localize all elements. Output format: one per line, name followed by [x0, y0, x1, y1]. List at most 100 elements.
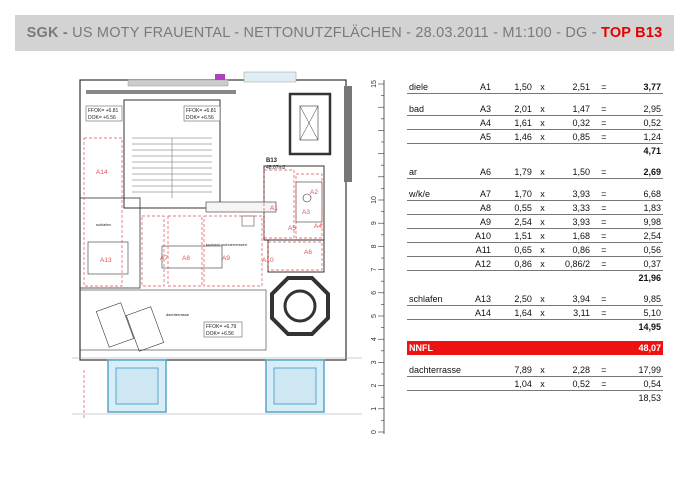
area-result: 0,52 [615, 115, 663, 130]
equals-sign: = [591, 200, 616, 215]
subtotal-value: 14,95 [615, 319, 663, 333]
dimension-b: 1,47 [551, 102, 592, 116]
ffok-label-tl: FFOK= +6.81 [88, 108, 119, 114]
times-sign: x [533, 256, 552, 271]
scale-tick-label: 15 [371, 80, 378, 88]
title-project: US MOTY FRAUENTAL - NETTONUTZFLÄCHEN - 2… [72, 25, 602, 41]
area-result: 3,77 [615, 80, 663, 94]
room-code: A1 [467, 80, 494, 94]
dok-label-tl: DOK= +6.56 [88, 115, 116, 121]
times-sign: x [533, 376, 552, 391]
scale-tick-label: 1 [371, 407, 378, 411]
area-result: 0,54 [615, 376, 663, 391]
room-name: w/k/e [407, 187, 468, 201]
times-sign: x [533, 200, 552, 215]
area-result: 2,95 [615, 102, 663, 116]
room-name [407, 200, 468, 215]
scale-tick-label: 8 [371, 244, 378, 248]
times-sign: x [533, 187, 552, 201]
equals-sign: = [591, 165, 616, 179]
equals-sign: = [591, 228, 616, 243]
scale-tick-label: 9 [371, 221, 378, 225]
dimension-a: 1,46 [493, 129, 534, 144]
title-prefix: SGK - [26, 25, 73, 41]
dimension-a: 1,04 [493, 376, 534, 391]
dachterrasse-label: dachterrasse [166, 312, 190, 317]
dimension-b: 3,11 [551, 305, 592, 320]
dimension-b: 0,32 [551, 115, 592, 130]
times-sign: x [533, 292, 552, 306]
spacer-row [407, 284, 663, 292]
unit-label: B13 [266, 158, 278, 164]
room-a5: A5 [288, 225, 296, 232]
dimension-b: 3,33 [551, 200, 592, 215]
ffok-label-tm: FFOK= +6.81 [186, 108, 217, 114]
room-a4: A4 [314, 223, 322, 230]
dok-label-b: DOK= +6.56 [206, 331, 234, 337]
room-name: diele [407, 80, 468, 94]
equals-sign: = [591, 376, 616, 391]
room-code: A11 [467, 242, 494, 257]
nnfl-label: NNFL [407, 341, 616, 355]
terrace-total-row: 18,53 [407, 391, 663, 405]
scale-tick-label: 0 [371, 430, 378, 434]
scale-tick-label: 6 [371, 291, 378, 295]
equals-sign: = [591, 292, 616, 306]
dimension-b: 3,93 [551, 187, 592, 201]
subtotal-row: 14,95 [407, 319, 663, 333]
room-code: A6 [467, 165, 494, 179]
room-code: A9 [467, 214, 494, 229]
spacer-row [407, 94, 663, 103]
scale-tick-label: 10 [371, 196, 378, 204]
schlafen-label: schlafen [96, 222, 111, 227]
area-result: 5,10 [615, 305, 663, 320]
dimension-a: 0,55 [493, 200, 534, 215]
area-result: 9,85 [615, 292, 663, 306]
room-code [467, 363, 494, 377]
room-code [467, 376, 494, 391]
room-name [407, 214, 468, 229]
equals-sign: = [591, 256, 616, 271]
dimension-a: 1,64 [493, 305, 534, 320]
equals-sign: = [591, 242, 616, 257]
dimension-a: 2,01 [493, 102, 534, 116]
equals-sign: = [591, 102, 616, 116]
times-sign: x [533, 129, 552, 144]
room-code: A12 [467, 256, 494, 271]
dimension-b: 3,94 [551, 292, 592, 306]
room-code: A7 [467, 187, 494, 201]
room-code: A13 [467, 292, 494, 306]
room-code: A14 [467, 305, 494, 320]
room-a1: A1 [270, 205, 278, 212]
area-result: 2,54 [615, 228, 663, 243]
room-code: A3 [467, 102, 494, 116]
equals-sign: = [591, 214, 616, 229]
dimension-b: 2,28 [551, 363, 592, 377]
dimension-b: 0,52 [551, 376, 592, 391]
room-a13: A13 [100, 257, 112, 264]
terrace-total-value: 18,53 [638, 392, 661, 403]
equals-sign: = [591, 363, 616, 377]
unit-area-label: 48,07m2 [266, 165, 286, 171]
scale-tick-label: 5 [371, 314, 378, 318]
equals-sign: = [591, 115, 616, 130]
room-a2: A2 [310, 189, 318, 196]
title-bar: SGK - US MOTY FRAUENTAL - NETTONUTZFLÄCH… [15, 15, 674, 51]
area-result: 0,37 [615, 256, 663, 271]
scale-tick-label: 7 [371, 268, 378, 272]
title-unit: TOP B13 [601, 25, 663, 41]
subtotal-value: 21,96 [615, 270, 663, 284]
